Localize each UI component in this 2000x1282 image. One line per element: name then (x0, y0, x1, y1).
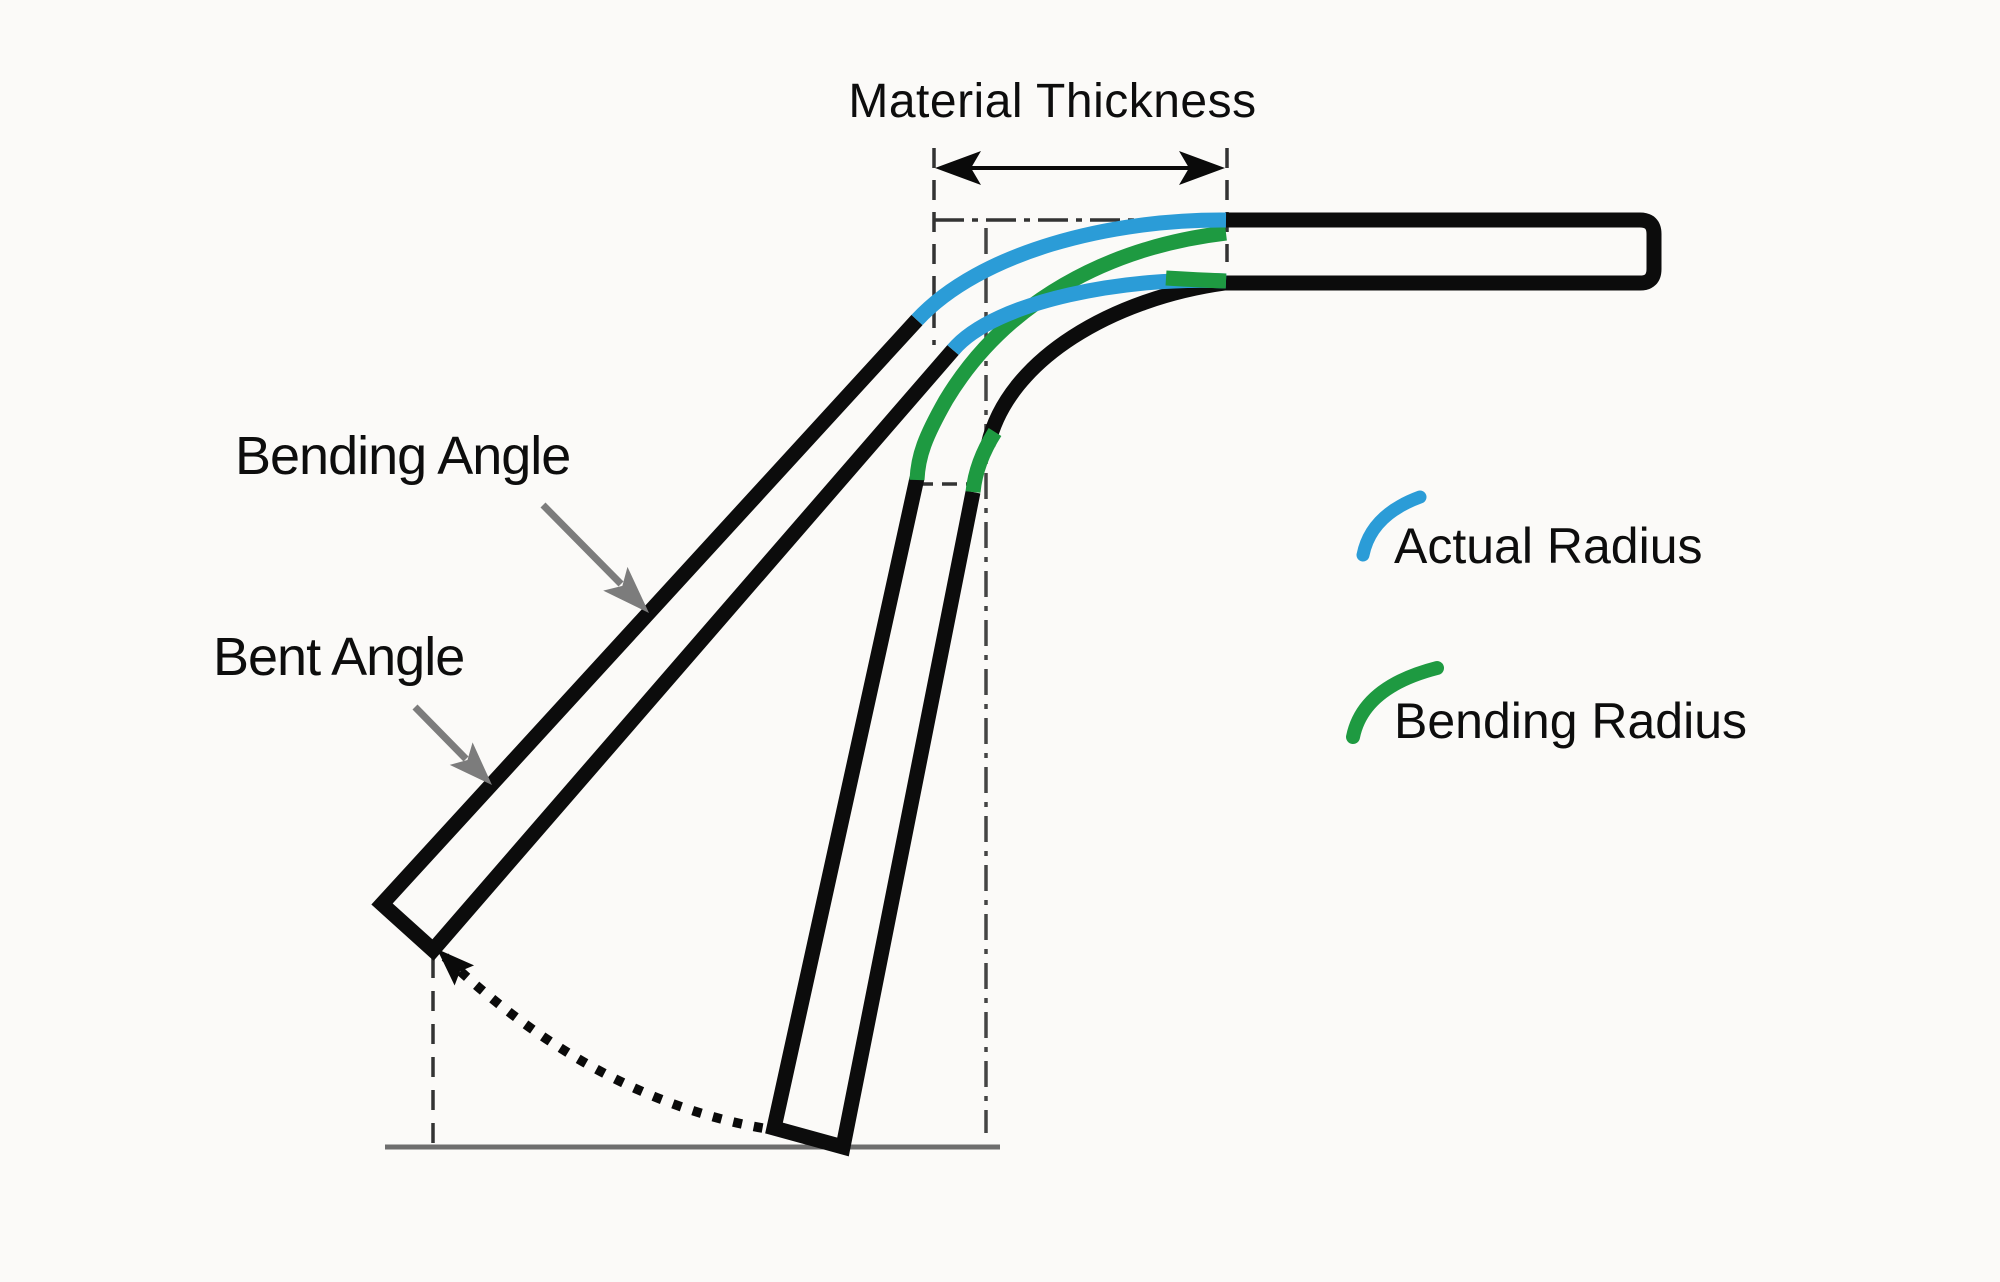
legend-actual-radius-label: Actual Radius (1394, 518, 1703, 574)
actual-radius-outer-arc (911, 212, 1227, 326)
bending-radius-swatch-icon (1346, 661, 1444, 744)
dimension-arrowhead-left-icon (935, 151, 981, 185)
bent-angle-arrowhead-icon (449, 742, 492, 785)
legend-bending-radius-label: Bending Radius (1394, 693, 1748, 749)
sweep-arrowhead-icon (437, 949, 475, 986)
bending-radius-outer-arc (909, 225, 1227, 481)
guide-lines (431, 148, 1229, 1146)
opened-leg-outline (371, 314, 959, 961)
bending-radius-inner-segment (965, 427, 1002, 493)
bent-angle-arrow-shaft (412, 704, 469, 762)
callout-arrows (412, 502, 649, 785)
dotted-sweep-arc (441, 953, 769, 1134)
actual-radius-swatch-icon (1356, 490, 1427, 562)
sheet-outline (371, 212, 1662, 1157)
angle-sweep-arc (437, 949, 769, 1134)
legend-swatches (1346, 490, 1444, 744)
bending-angle-label: Bending Angle (235, 426, 571, 486)
bent-leg-inner-bend-arc (980, 275, 1227, 447)
bending-radius-corner-tip (1165, 270, 1227, 289)
bent-leg-outline (765, 476, 981, 1157)
flange-outline (1225, 212, 1662, 291)
bending-angle-arrowhead-icon (603, 566, 649, 613)
material-thickness-label: Material Thickness (848, 75, 1257, 128)
dimension-arrowhead-right-icon (1179, 151, 1225, 185)
bending-radius-arcs (909, 225, 1227, 493)
bending-angle-arrow-shaft (540, 502, 624, 587)
material-thickness-dimension (935, 151, 1225, 185)
bent-angle-label: Bent Angle (213, 627, 465, 687)
